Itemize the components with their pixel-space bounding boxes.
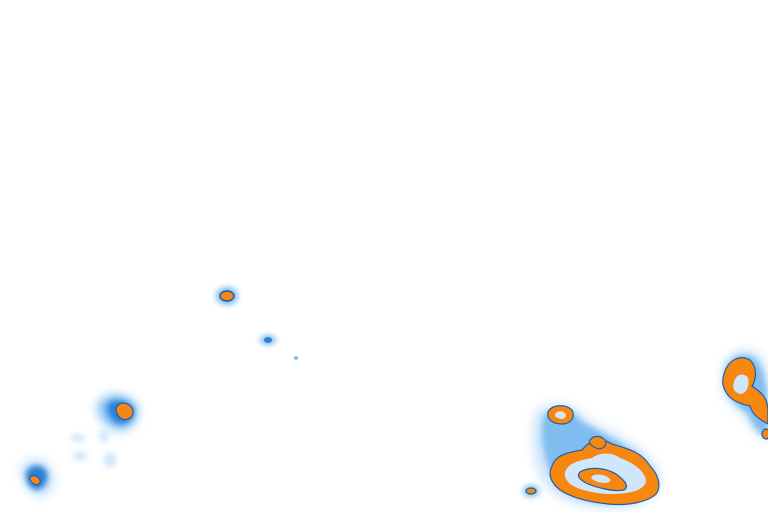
island-right-edge-hole: [733, 374, 749, 394]
shoal-2: [72, 452, 88, 460]
island-left: [115, 402, 134, 421]
island-main-spur: [588, 435, 607, 450]
island-main-ridge-hole: [591, 474, 611, 483]
shoal-4: [99, 430, 109, 442]
shoal-3: [104, 452, 116, 468]
islet-lower: [264, 337, 272, 343]
islet-dot: [294, 356, 298, 360]
island-cluster-main: [523, 403, 661, 509]
islet-center-upper: [216, 287, 238, 305]
island-cluster-right-edge: [722, 349, 768, 441]
shoal-1: [71, 434, 85, 442]
island-cluster-far-left: [20, 458, 55, 497]
island-main-sw: [525, 487, 537, 495]
islet-right-edge: [761, 428, 768, 440]
shoals-left: [71, 430, 116, 468]
islet-center-lower: [260, 335, 276, 345]
island-far-left: [29, 474, 41, 486]
island-cluster-left: [97, 394, 138, 430]
island-main-north-hole: [554, 411, 566, 419]
islet-upper: [219, 290, 235, 302]
